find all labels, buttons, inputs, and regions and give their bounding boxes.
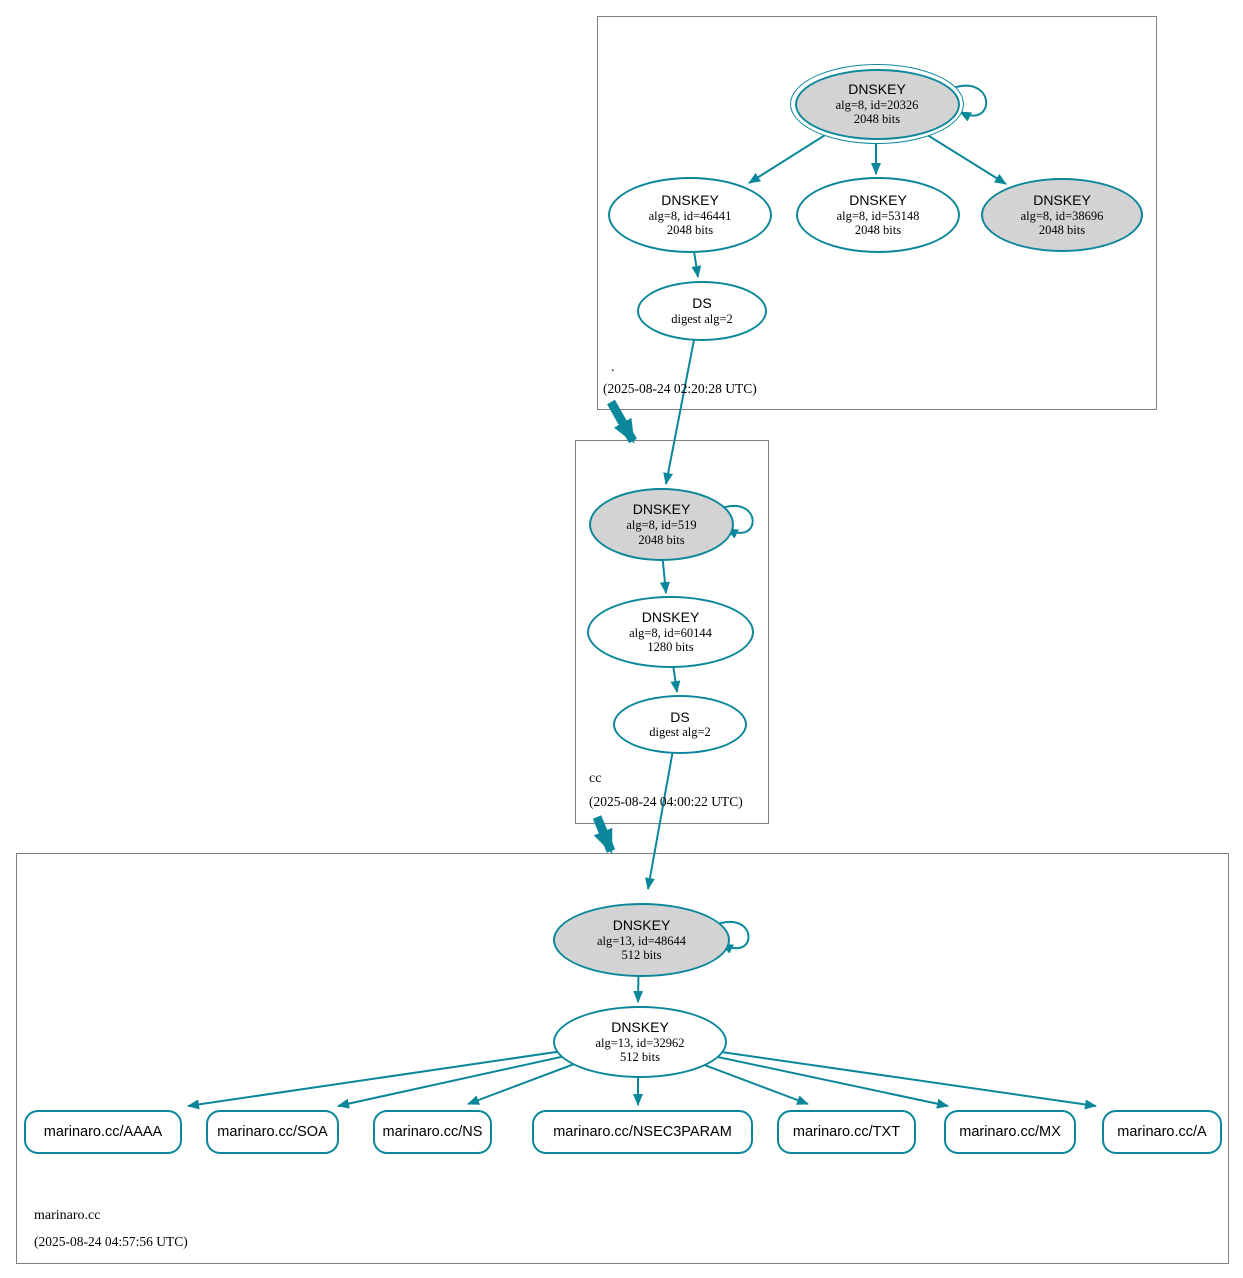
dnskey-bits: 512 bits xyxy=(620,1050,660,1065)
dnskey-node-53148[interactable]: DNSKEY alg=8, id=53148 2048 bits xyxy=(796,177,960,253)
rrset-marinaro-cc-mx[interactable]: marinaro.cc/MX xyxy=(944,1110,1076,1154)
zone-box-marinaro-cc xyxy=(16,853,1229,1264)
dnskey-alg-id: alg=8, id=60144 xyxy=(629,625,712,640)
rrset-marinaro-cc-ns[interactable]: marinaro.cc/NS xyxy=(373,1110,492,1154)
zone-timestamp-marinaro-cc: (2025-08-24 04:57:56 UTC) xyxy=(34,1234,188,1249)
dnskey-node-46441[interactable]: DNSKEY alg=8, id=46441 2048 bits xyxy=(608,177,772,253)
dnskey-node-38696[interactable]: DNSKEY alg=8, id=38696 2048 bits xyxy=(981,178,1143,252)
ds-digest: digest alg=2 xyxy=(671,311,733,326)
zone-timestamp-cc: (2025-08-24 04:00:22 UTC) xyxy=(589,794,743,809)
dnskey-node-20326[interactable]: DNSKEY alg=8, id=20326 2048 bits xyxy=(790,64,964,144)
dnskey-bits: 2048 bits xyxy=(854,223,902,238)
zone-label-root: . xyxy=(611,360,615,375)
rrset-marinaro-cc-aaaa[interactable]: marinaro.cc/AAAA xyxy=(24,1110,182,1154)
zone-timestamp-root: (2025-08-24 02:20:28 UTC) xyxy=(603,381,757,396)
ds-node-cc[interactable]: DS digest alg=2 xyxy=(613,695,747,754)
zone-label-cc: cc xyxy=(589,771,602,786)
zone-box-root xyxy=(597,16,1157,410)
dnskey-title: DNSKEY xyxy=(611,1018,669,1035)
rrset-marinaro-cc-a[interactable]: marinaro.cc/A xyxy=(1102,1110,1222,1154)
dnskey-title: DNSKEY xyxy=(849,191,907,208)
dnskey-alg-id: alg=8, id=46441 xyxy=(648,208,732,223)
dnskey-title: DNSKEY xyxy=(1033,191,1091,208)
dnskey-node-48644[interactable]: DNSKEY alg=13, id=48644 512 bits xyxy=(553,903,730,977)
dnskey-bits: 1280 bits xyxy=(647,640,694,655)
zone-label-marinaro-cc: marinaro.cc xyxy=(34,1208,101,1223)
ds-title: DS xyxy=(670,708,690,725)
dnskey-bits: 2048 bits xyxy=(853,112,901,127)
dnskey-bits: 512 bits xyxy=(621,948,662,963)
rrset-marinaro-cc-nsec3param[interactable]: marinaro.cc/NSEC3PARAM xyxy=(532,1110,753,1154)
rrset-marinaro-cc-soa[interactable]: marinaro.cc/SOA xyxy=(206,1110,339,1154)
dnskey-node-20326-inner: DNSKEY alg=8, id=20326 2048 bits xyxy=(794,68,960,140)
ds-digest: digest alg=2 xyxy=(649,725,711,740)
dnskey-title: DNSKEY xyxy=(848,80,906,97)
dnskey-node-519[interactable]: DNSKEY alg=8, id=519 2048 bits xyxy=(589,488,734,561)
dnskey-alg-id: alg=8, id=38696 xyxy=(1020,208,1104,223)
dnskey-title: DNSKEY xyxy=(632,501,691,518)
dnskey-bits: 2048 bits xyxy=(666,223,714,238)
dnskey-bits: 2048 bits xyxy=(638,532,685,547)
dnskey-alg-id: alg=8, id=519 xyxy=(626,518,697,532)
dnskey-alg-id: alg=13, id=32962 xyxy=(595,1035,685,1050)
rrset-marinaro-cc-txt[interactable]: marinaro.cc/TXT xyxy=(777,1110,916,1154)
ds-node-root[interactable]: DS digest alg=2 xyxy=(637,281,767,341)
dnskey-alg-id: alg=13, id=48644 xyxy=(596,933,687,948)
dnskey-node-32962[interactable]: DNSKEY alg=13, id=32962 512 bits xyxy=(553,1006,727,1078)
dnskey-title: DNSKEY xyxy=(612,916,671,933)
dnskey-alg-id: alg=8, id=20326 xyxy=(835,97,919,112)
dnskey-bits: 2048 bits xyxy=(1038,223,1086,238)
dnskey-node-60144[interactable]: DNSKEY alg=8, id=60144 1280 bits xyxy=(587,596,754,668)
dnskey-title: DNSKEY xyxy=(661,191,719,208)
ds-title: DS xyxy=(692,295,712,312)
dnskey-title: DNSKEY xyxy=(641,608,700,625)
dnskey-alg-id: alg=8, id=53148 xyxy=(836,208,920,223)
